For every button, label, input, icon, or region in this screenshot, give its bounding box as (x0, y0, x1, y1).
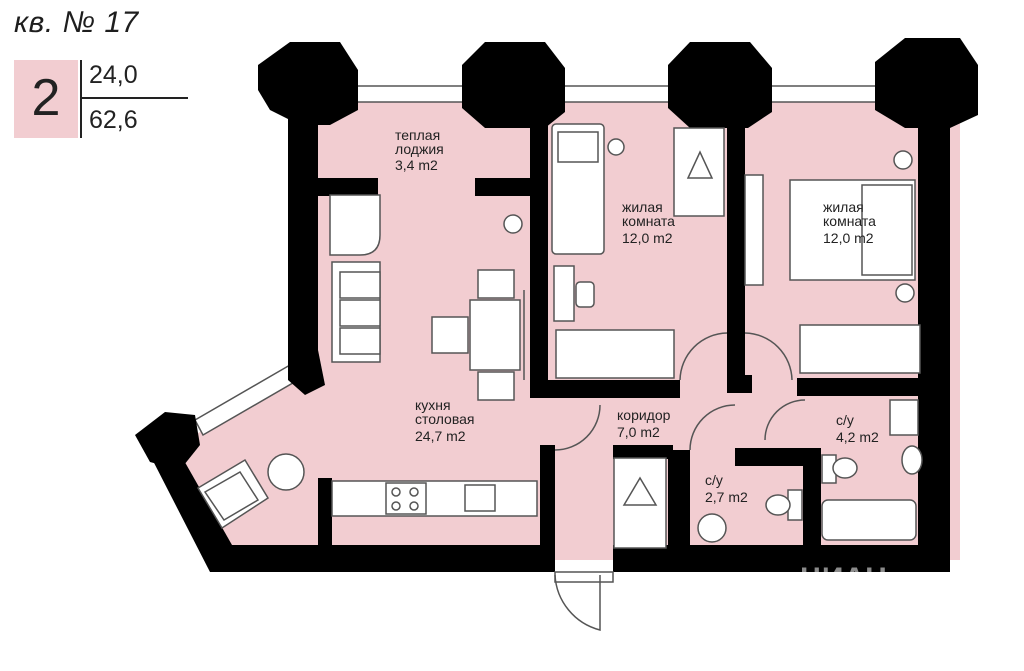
kitchen-label: кухня (415, 397, 451, 413)
living1-area: 12,0 m2 (622, 230, 673, 246)
loggia-area: 3,4 m2 (395, 157, 438, 173)
living1-label-2: комната (622, 213, 675, 229)
walls (135, 38, 978, 572)
windows (193, 85, 881, 437)
living-area-value: 24,0 (89, 61, 138, 89)
watermark: ЦИАН (800, 562, 887, 595)
bedroom1-door (679, 332, 793, 381)
kitchen-area: 24,7 m2 (415, 428, 466, 444)
loggia-furniture (329, 194, 381, 363)
apartment-number: кв. № 17 (14, 6, 139, 39)
bath2-area: 4,2 m2 (836, 429, 879, 445)
corridor-area: 7,0 m2 (617, 424, 660, 440)
rooms-count-badge: 2 (14, 60, 78, 138)
rooms-count: 2 (31, 69, 61, 127)
corridor-furniture (554, 404, 736, 631)
living2-label-2: комната (823, 213, 876, 229)
loggia-label: теплая (395, 127, 440, 143)
corridor-label: коридор (617, 407, 671, 423)
kitchen-label-2: столовая (415, 411, 475, 427)
living1-label: жилая (622, 199, 663, 215)
armchair (196, 453, 305, 530)
bathroom-fixtures (697, 399, 923, 543)
bedroom2-furniture (744, 150, 921, 374)
living2-label: жилая (823, 199, 864, 215)
kitchen-counter (331, 480, 538, 517)
total-area-value: 62,6 (89, 106, 138, 134)
loggia-label-2: лоджия (395, 141, 444, 157)
bath1-label: с/у (705, 472, 723, 488)
bedroom1-furniture (503, 123, 725, 379)
area-divider-vertical (80, 60, 82, 138)
room-labels: теплая лоджия 3,4 m2 жилая комната 12,0 … (395, 127, 879, 505)
dining-table (431, 269, 525, 401)
area-divider-horizontal (80, 97, 188, 99)
bath2-label: с/у (836, 412, 854, 428)
bath1-area: 2,7 m2 (705, 489, 748, 505)
living2-area: 12,0 m2 (823, 230, 874, 246)
